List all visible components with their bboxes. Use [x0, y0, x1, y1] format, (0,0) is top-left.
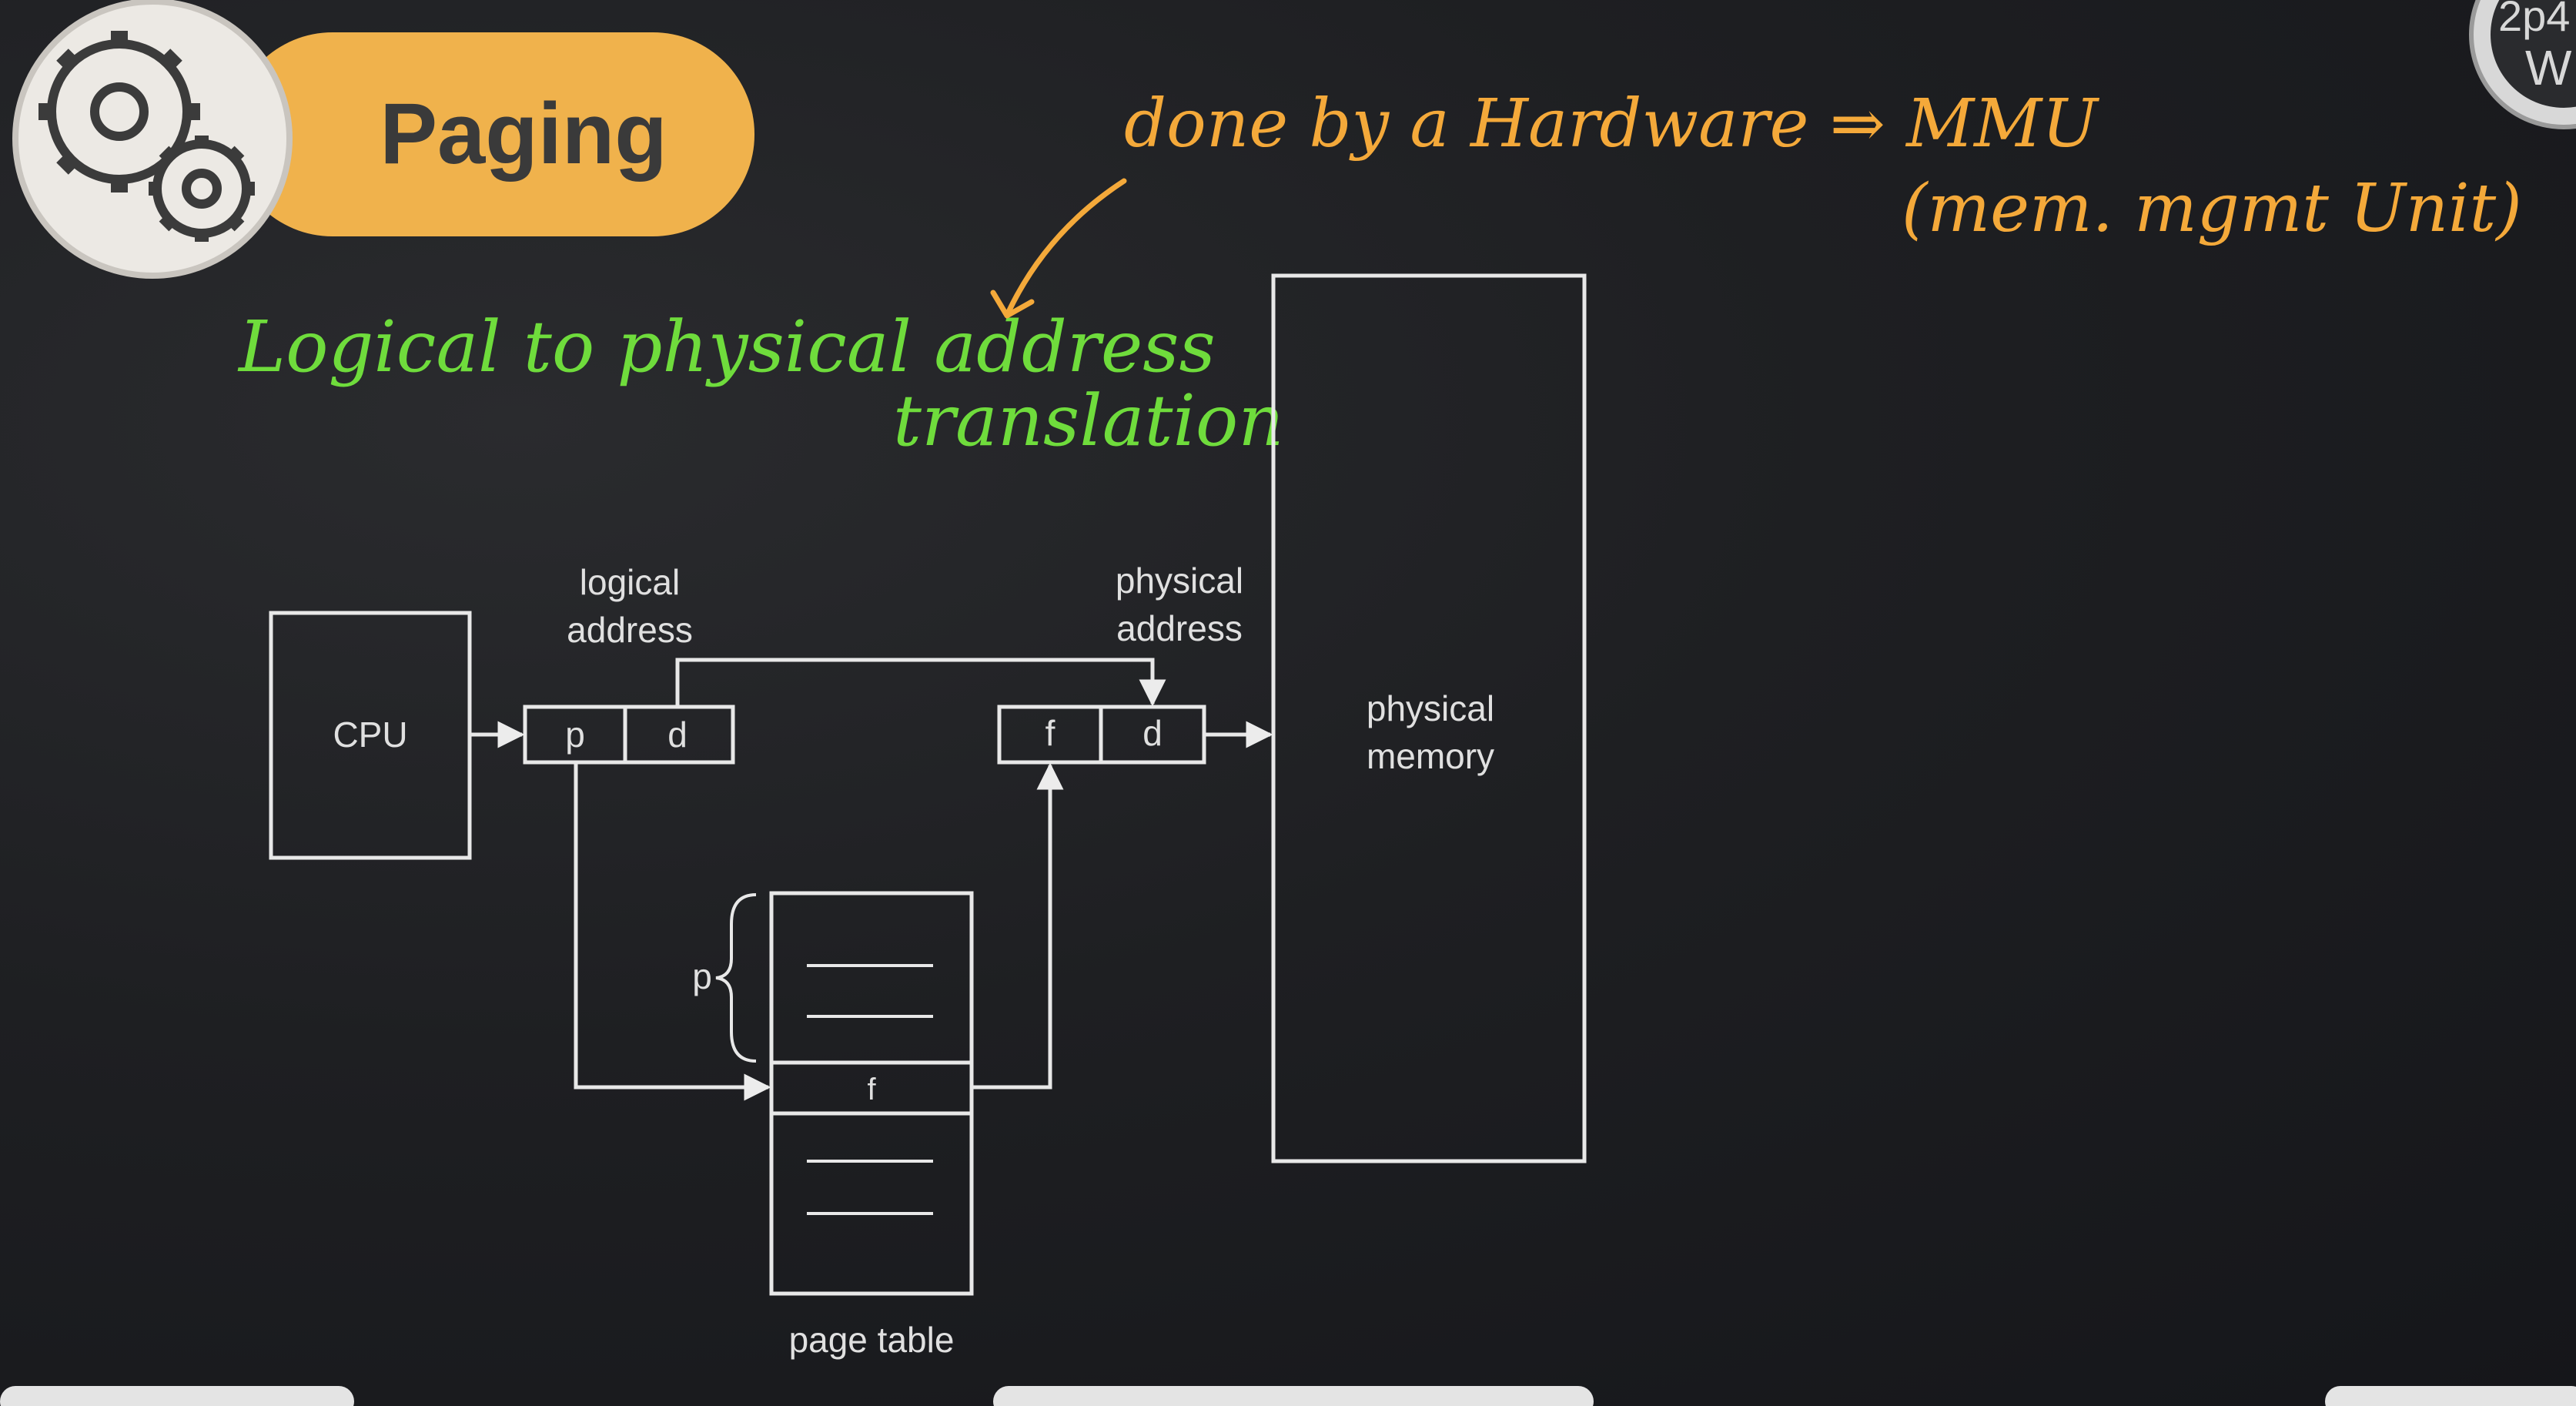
orange-annotation-line-1: done by a Hardware ⇒ MMU — [1124, 85, 2099, 162]
logical-address-label-1: logical — [580, 562, 680, 602]
title-badge — [231, 32, 754, 236]
diagram-labels: CPU logical address physical address p d… — [333, 561, 1494, 1360]
bottom-bar-fragments — [0, 1386, 2576, 1406]
frame-to-physical-arrow — [972, 762, 1064, 1090]
orange-pointer-head — [990, 290, 1035, 319]
page-table-entry-label: f — [867, 1073, 876, 1106]
page-table-box — [769, 891, 974, 1296]
physical-address-label-1: physical — [1116, 561, 1243, 601]
header: Paging — [12, 0, 754, 279]
physical-f-label: f — [1045, 713, 1055, 753]
corner-badge: 2p4 W — [2469, 0, 2576, 129]
green-annotation-line-2: translation — [893, 380, 1284, 462]
gears-icon — [38, 31, 255, 242]
green-annotation: Logical to physical address translation — [237, 306, 1284, 462]
orange-annotation: done by a Hardware ⇒ MMU (mem. mgmt Unit… — [990, 85, 2522, 319]
logical-address-label-2: address — [567, 610, 693, 650]
d-offset-arrow — [675, 658, 1166, 707]
page-title: Paging — [380, 85, 667, 182]
orange-pointer-arrow — [1005, 178, 1127, 315]
physical-memory-label-1: physical — [1367, 688, 1494, 728]
physical-address-label-2: address — [1116, 608, 1243, 648]
corner-text-1: 2p4 — [2498, 0, 2570, 40]
paging-diagram — [269, 273, 1587, 1296]
physical-d-label: d — [1142, 713, 1163, 753]
logical-d-label: d — [667, 715, 687, 755]
page-table-label: page table — [789, 1320, 955, 1360]
logical-p-label: p — [565, 715, 585, 755]
physical-memory-label-2: memory — [1367, 736, 1494, 776]
orange-annotation-line-2: (mem. mgmt Unit) — [1902, 170, 2522, 247]
logical-address-box — [523, 705, 735, 765]
page-table-brace — [715, 893, 757, 1063]
physical-memory-box — [1271, 273, 1587, 1163]
green-annotation-line-1: Logical to physical address — [237, 306, 1216, 388]
page-table-brace-label: p — [692, 956, 712, 996]
cpu-label: CPU — [333, 715, 407, 755]
p-to-page-table-arrow — [574, 762, 771, 1101]
corner-text-2: W — [2525, 40, 2572, 95]
